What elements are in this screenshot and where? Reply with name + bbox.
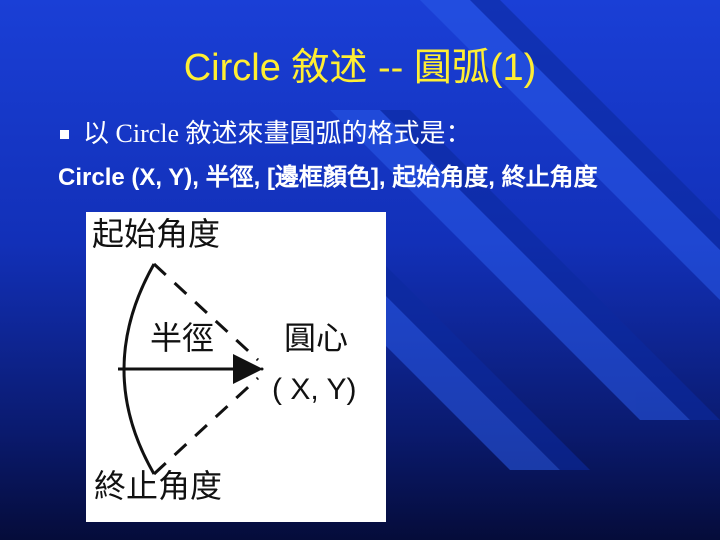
end-angle-dashed-line [152,376,260,476]
start-angle-dashed-line [152,262,260,362]
slide-title: Circle 敘述 -- 圓弧(1) [183,47,537,89]
bullet-item: 以 Circle 敘述來畫圓弧的格式是： [60,116,472,152]
syntax-text: Circle (X, Y), 半徑, [邊框顏色], 起始角度, 終止角度 [58,164,598,191]
bullet-text: 以 Circle 敘述來畫圓弧的格式是： [83,119,472,148]
arc-diagram: 起始角度 半徑 圓心 ( X, Y) 終止角度 [86,212,386,522]
start-angle-label: 起始角度 [92,216,221,252]
end-angle-label: 終止角度 [94,468,223,504]
center-point [260,367,264,371]
center-coords-label: ( X, Y) [272,373,357,406]
arc-diagram-drawing [118,262,264,476]
center-label: 圓心 [284,320,349,356]
radius-label: 半徑 [150,320,215,356]
square-bullet-icon [60,129,69,139]
